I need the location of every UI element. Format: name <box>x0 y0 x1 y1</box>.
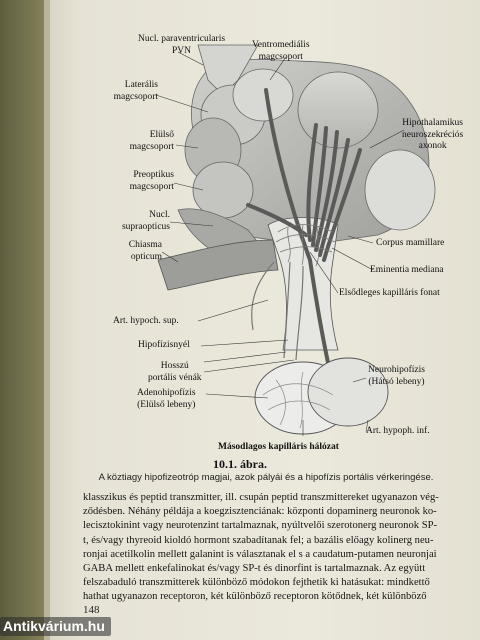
body-line: lecisztokinint vagy neurotenzint tartalm… <box>83 520 438 532</box>
label-anterior: Elülső magcsoport <box>129 130 174 152</box>
label-primary-plexus: Elsődleges kapilláris fonat <box>339 288 440 298</box>
label-secondary-capillary-network: Másodlagos kapilláris hálózat <box>218 442 339 452</box>
label-chiasma: Chiasma opticum <box>128 240 162 262</box>
leader-lines <box>155 51 405 436</box>
body-line: ződésben. Néhány példája a koegzisztenci… <box>83 506 437 518</box>
watermark: Antikvárium.hu <box>0 617 111 636</box>
figure-caption: A köztiagy hipofizeotróp magjai, azok pá… <box>98 472 434 483</box>
primary-capillary-plexus <box>275 224 336 267</box>
label-lateral: Laterális magcsoport <box>113 80 158 102</box>
body-line: ronjai acetilkolin mellett galanint is v… <box>83 548 437 560</box>
ventromedial-nucleus <box>232 68 294 122</box>
label-supraoptic: Nucl. supraopticus <box>121 210 170 232</box>
label-art-hypoph-inf: Art. hypoph. inf. <box>366 426 430 436</box>
figure-title: 10.1. ábra. <box>213 457 267 471</box>
posterior-mass <box>297 71 379 149</box>
label-portal-veins: Hosszú portális vénák <box>148 361 202 383</box>
body-line: felszabaduló transzmitterek különböző mó… <box>83 577 430 589</box>
label-eminentia-mediana: Eminentia mediana <box>370 265 444 275</box>
optic-chiasm <box>157 239 279 291</box>
label-hipofizisnyel: Hipofízisnyél <box>138 340 190 350</box>
mamillary-body <box>364 149 436 231</box>
body-line: hathat ugyanazon receptoron, két különbö… <box>83 591 427 603</box>
body-line: klasszikus és peptid transzmitter, ill. … <box>83 492 439 503</box>
label-art-hypoch-sup: Art. hypoch. sup. <box>113 316 179 326</box>
label-preoptic: Preoptikus magcsoport <box>129 170 174 192</box>
label-pvn: Nucl. paraventricularis PVN <box>138 34 226 56</box>
secondary-capillary-network <box>262 371 334 429</box>
label-neurohypophysis: Neurohipofízis (Hátsó lebeny) <box>368 365 425 387</box>
label-neurosecretory-axons: Hipothalamikus neuroszekréciós axonok <box>402 118 464 151</box>
portal-veins <box>251 261 304 361</box>
anatomy-illustration <box>155 44 436 436</box>
body-line: t, és/vagy thyreoid kioldó hormont szaba… <box>83 534 434 546</box>
label-adenohypophysis: Adenohipofízis (Elülső lebeny) <box>137 388 196 410</box>
label-ventromedial: Ventromediális magcsoport <box>252 40 310 62</box>
body-text: klasszikus és peptid transzmitter, ill. … <box>83 491 476 605</box>
label-corpus-mamillare: Corpus mamillare <box>376 238 445 248</box>
background-left <box>0 0 48 640</box>
body-line: GABA mellett enkefalinokat és/vagy SP-t … <box>83 563 426 575</box>
page-number: 148 <box>83 604 100 616</box>
page-edge <box>44 0 50 640</box>
